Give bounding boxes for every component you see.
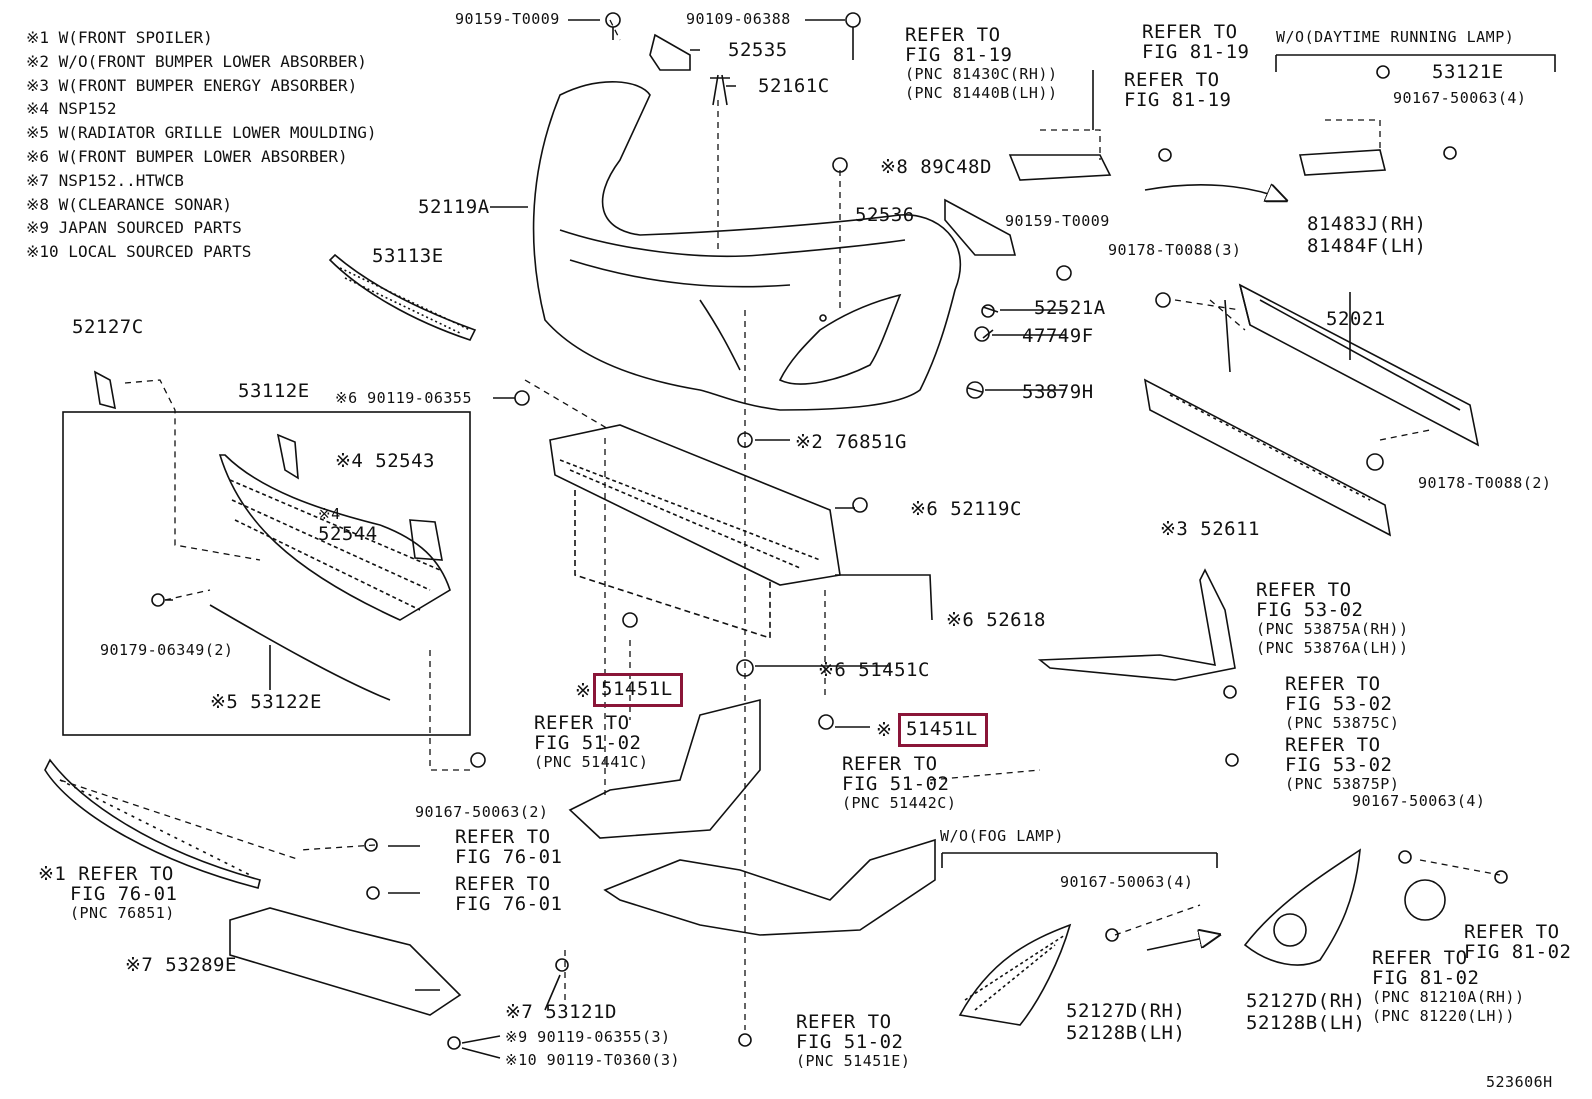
condition-legend: ※1 W(FRONT SPOILER) ※2 W/O(FRONT BUMPER … <box>26 26 377 264</box>
highlight-box <box>898 713 988 747</box>
legend-item: ※4 NSP152 <box>26 99 117 119</box>
part-label[interactable]: ※6 51451C <box>818 659 930 681</box>
part-label[interactable]: 90167-50063(2) <box>415 803 549 821</box>
part-label-note: ※ <box>876 719 893 741</box>
part-label[interactable]: 52161C <box>758 75 830 97</box>
legend-item: ※10 LOCAL SOURCED PARTS <box>26 242 252 262</box>
part-label[interactable]: ※7 53289E <box>125 954 237 976</box>
part-label[interactable]: 90179-06349(2) <box>100 641 234 659</box>
cover-53289e <box>229 907 462 1016</box>
part-label[interactable]: 52521A <box>1034 297 1106 319</box>
under-cover-51442c <box>603 838 936 936</box>
part-label[interactable]: ※7 53121D <box>505 1001 617 1023</box>
part-label[interactable]: 53121E <box>1432 61 1504 83</box>
part-label[interactable]: 81483J(RH) <box>1307 213 1427 235</box>
part-label[interactable]: 47749F <box>1022 325 1094 347</box>
legend-item: ※2 W/O(FRONT BUMPER LOWER ABSORBER) <box>26 51 367 71</box>
radiator-grille <box>218 454 451 621</box>
part-label[interactable]: 52536 <box>855 204 915 226</box>
fog-cover-hole <box>1243 848 1361 966</box>
under-cover-51441c <box>568 698 761 839</box>
part-label[interactable]: ※9 90119-06355(3) <box>505 1028 671 1046</box>
part-label[interactable]: 52127D(RH) <box>1246 990 1366 1012</box>
part-label[interactable]: 90167-50063(4) <box>1393 89 1527 107</box>
part-label[interactable]: 52119A <box>418 196 490 218</box>
part-label[interactable]: 90159-T0009 <box>1005 212 1110 230</box>
legend-item: ※5 W(RADIATOR GRILLE LOWER MOULDING) <box>26 123 377 143</box>
part-label[interactable]: 52128B(LH) <box>1246 1012 1366 1034</box>
part-label[interactable]: ※6 90119-06355 <box>335 389 472 407</box>
part-label[interactable]: ※8 89C48D <box>880 156 992 178</box>
part-label-highlighted[interactable]: 51451L <box>906 718 978 740</box>
part-label[interactable]: 90167-50063(4) <box>1060 873 1194 891</box>
part-label[interactable]: ※10 90119-T0360(3) <box>505 1051 681 1069</box>
part-label[interactable]: ※5 53122E <box>210 691 322 713</box>
part-label[interactable]: ※2 76851G <box>795 431 907 453</box>
part-label[interactable]: 52535 <box>728 39 788 61</box>
part-label[interactable]: 53112E <box>238 380 310 402</box>
part-label-highlighted[interactable]: 51451L <box>601 678 673 700</box>
part-label-note: ※ <box>575 680 592 702</box>
part-label[interactable]: ※6 52119C <box>910 498 1022 520</box>
splash-shield <box>1037 568 1236 681</box>
part-label[interactable]: 52127D(RH) <box>1066 1000 1186 1022</box>
part-label[interactable]: ※3 52611 <box>1160 518 1260 540</box>
part-label[interactable]: 81484F(LH) <box>1307 235 1427 257</box>
condition-note: W/O(FOG LAMP) <box>940 827 1064 845</box>
part-label[interactable]: 52127C <box>72 316 144 338</box>
condition-note: W/O(DAYTIME RUNNING LAMP) <box>1276 28 1515 46</box>
part-label[interactable]: 90178-T0088(3) <box>1108 241 1242 259</box>
part-label-note: ※4 <box>318 505 341 523</box>
highlight-box <box>593 673 683 707</box>
front-spoiler <box>44 758 261 889</box>
fog-cover-blank <box>958 923 1072 1026</box>
legend-item: ※6 W(FRONT BUMPER LOWER ABSORBER) <box>26 146 348 166</box>
part-label[interactable]: 90159-T0009 <box>455 10 560 28</box>
part-label[interactable]: ※4 52543 <box>335 450 435 472</box>
part-label[interactable]: ※6 52618 <box>946 609 1046 631</box>
drl-bracket-rh <box>1008 154 1112 181</box>
absorber-52611 <box>1143 378 1392 537</box>
legend-item: ※1 W(FRONT SPOILER) <box>26 28 213 47</box>
bumper-cover <box>532 81 962 411</box>
part-label[interactable]: 52021 <box>1326 308 1386 330</box>
part-label[interactable]: 90178-T0088(2) <box>1418 474 1552 492</box>
part-label[interactable]: 90109-06388 <box>686 10 791 28</box>
grille-53113e <box>328 253 477 341</box>
part-label[interactable]: 52544 <box>318 523 378 545</box>
legend-item: ※3 W(FRONT BUMPER ENERGY ABSORBER) <box>26 75 358 95</box>
part-label[interactable]: 53879H <box>1022 381 1094 403</box>
part-label[interactable]: 53113E <box>372 245 444 267</box>
legend-item: ※9 JAPAN SOURCED PARTS <box>26 218 242 238</box>
legend-item: ※8 W(CLEARANCE SONAR) <box>26 194 233 214</box>
part-label[interactable]: 90167-50063(4) <box>1352 792 1486 810</box>
figure-code: 523606H <box>1486 1073 1553 1091</box>
legend-item: ※7 NSP152..HTWCB <box>26 170 184 190</box>
part-label[interactable]: 52128B(LH) <box>1066 1022 1186 1044</box>
